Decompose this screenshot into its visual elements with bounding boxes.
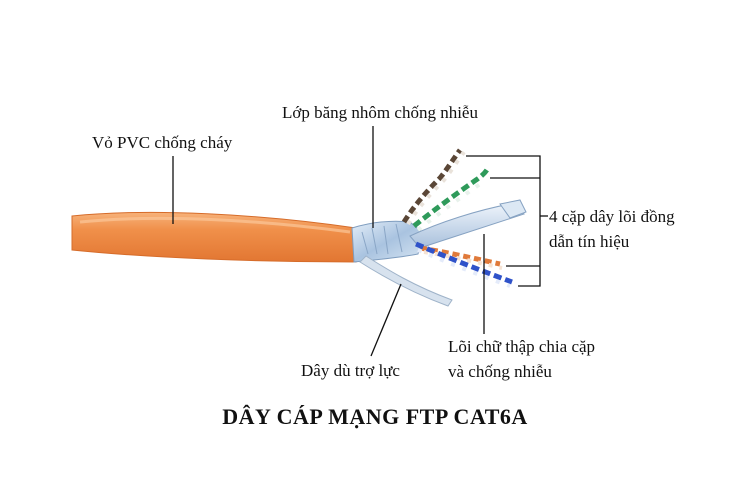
aluminum-foil-shield: [351, 220, 425, 263]
label-pvc-jacket: Vỏ PVC chống cháy: [92, 133, 233, 152]
foil-wrinkles: [361, 223, 403, 255]
label-copper-pairs-2: dẫn tín hiệu: [549, 232, 630, 251]
jacket-highlight: [79, 216, 351, 234]
cross-separator: [409, 203, 526, 249]
label-cross-separator-2: và chống nhiễu: [448, 362, 552, 381]
pair-brown-white: [406, 150, 466, 226]
pair-green: [412, 166, 491, 228]
label-aluminum-foil: Lớp băng nhôm chống nhiễu: [282, 103, 478, 122]
label-ripcord: Dây dù trợ lực: [301, 361, 400, 380]
cross-separator-end: [499, 199, 527, 219]
pair-brown: [401, 148, 463, 224]
label-cross-separator-1: Lõi chữ thập chia cặp: [448, 337, 596, 356]
label-copper-pairs-1: 4 cặp dây lõi đồng: [549, 207, 675, 226]
diagram-title: DÂY CÁP MẠNG FTP CAT6A: [222, 404, 528, 429]
pair-green-white: [416, 182, 482, 232]
pair-blue: [415, 241, 513, 285]
pair-orange: [419, 245, 501, 267]
leader-ripcord: [370, 283, 402, 357]
ripcord: [359, 255, 453, 307]
bracket-copper-pairs: [466, 155, 541, 287]
